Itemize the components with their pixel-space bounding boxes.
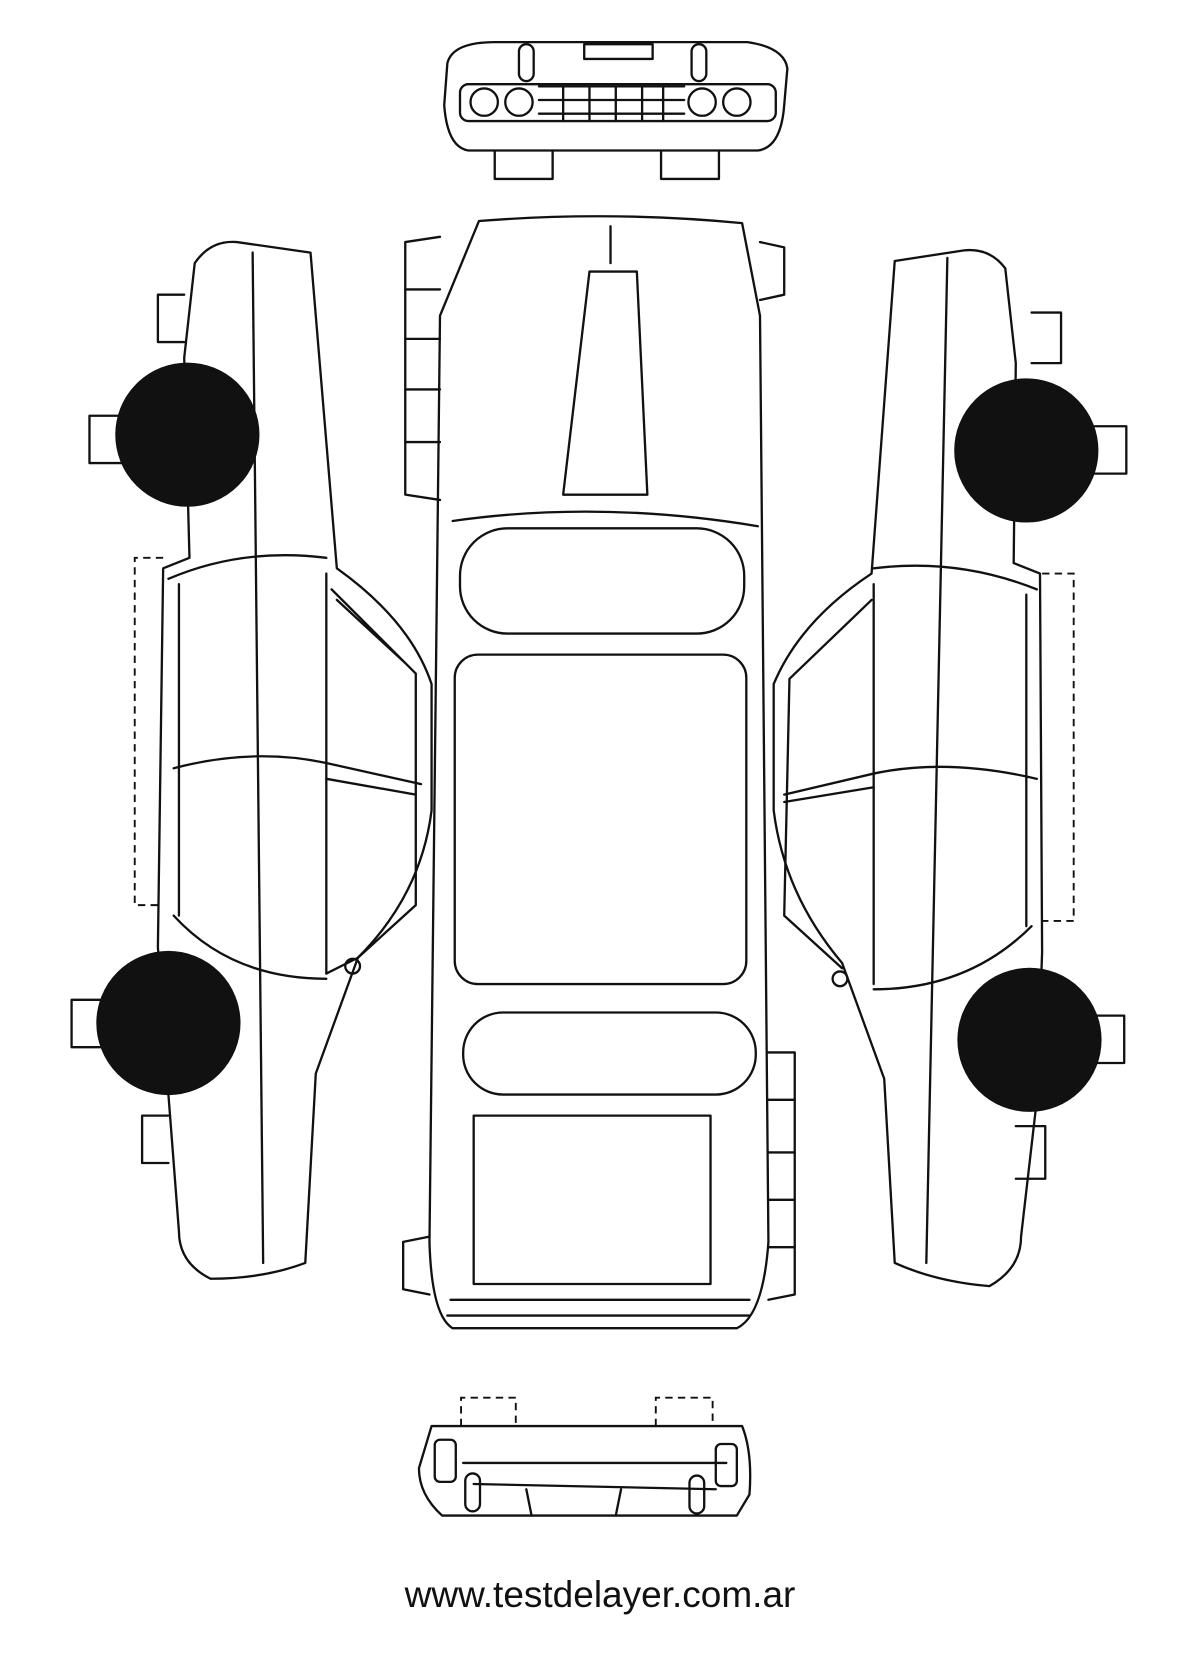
right-side-piece [772, 248, 1128, 1288]
top-piece [401, 215, 796, 1330]
website-url: www.testdelayer.com.ar [404, 1574, 796, 1615]
front-piece [443, 40, 789, 181]
rear-piece [417, 1396, 752, 1517]
left-side-piece [70, 240, 433, 1280]
